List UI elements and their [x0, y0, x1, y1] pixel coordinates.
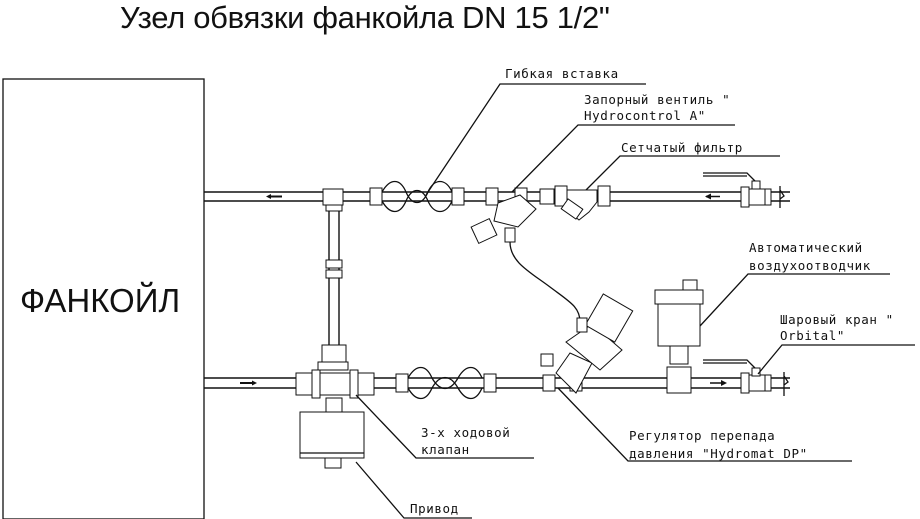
label-air-vent-1: Автоматический — [749, 240, 863, 255]
diagram-title: Узел обвязки фанкойла DN 15 1/2" — [120, 0, 610, 35]
label-ball-valve-1: Шаровый кран " — [780, 312, 894, 327]
fancoil-unit: ФАНКОЙЛ — [2, 78, 205, 519]
label-actuator: Привод — [410, 501, 459, 516]
label-dp-regulator-1: Регулятор перепада — [629, 428, 775, 443]
supply-pipe — [204, 372, 790, 396]
label-flexible-insert: Гибкая вставка — [505, 66, 619, 81]
label-strainer: Сетчатый фильтр — [621, 140, 743, 155]
shutoff-valve — [470, 187, 581, 323]
fancoil-label: ФАНКОЙЛ — [20, 282, 180, 319]
flexible-insert-bottom — [395, 366, 497, 400]
air-vent — [654, 279, 704, 394]
label-ball-valve-2: Orbital" — [780, 328, 845, 343]
flexible-insert-top — [369, 180, 465, 213]
leader-lines — [355, 83, 915, 519]
label-dp-regulator-2: давления "Hydromat DP" — [629, 446, 808, 461]
label-shutoff-valve-2: Hydrocontrol A" — [584, 108, 706, 123]
ball-valve-top — [703, 172, 772, 208]
dp-regulator — [540, 293, 634, 394]
label-three-way-valve-1: 3-х ходовой — [421, 425, 510, 440]
label-three-way-valve-2: клапан — [421, 442, 470, 457]
three-way-valve — [295, 344, 375, 413]
bypass-pipe — [322, 188, 344, 350]
actuator — [299, 411, 365, 469]
strainer — [539, 185, 611, 221]
label-air-vent-2: воздухоотводчик — [749, 258, 871, 273]
label-shutoff-valve-1: Запорный вентиль " — [584, 92, 730, 107]
tee-fitting-top — [322, 188, 344, 206]
